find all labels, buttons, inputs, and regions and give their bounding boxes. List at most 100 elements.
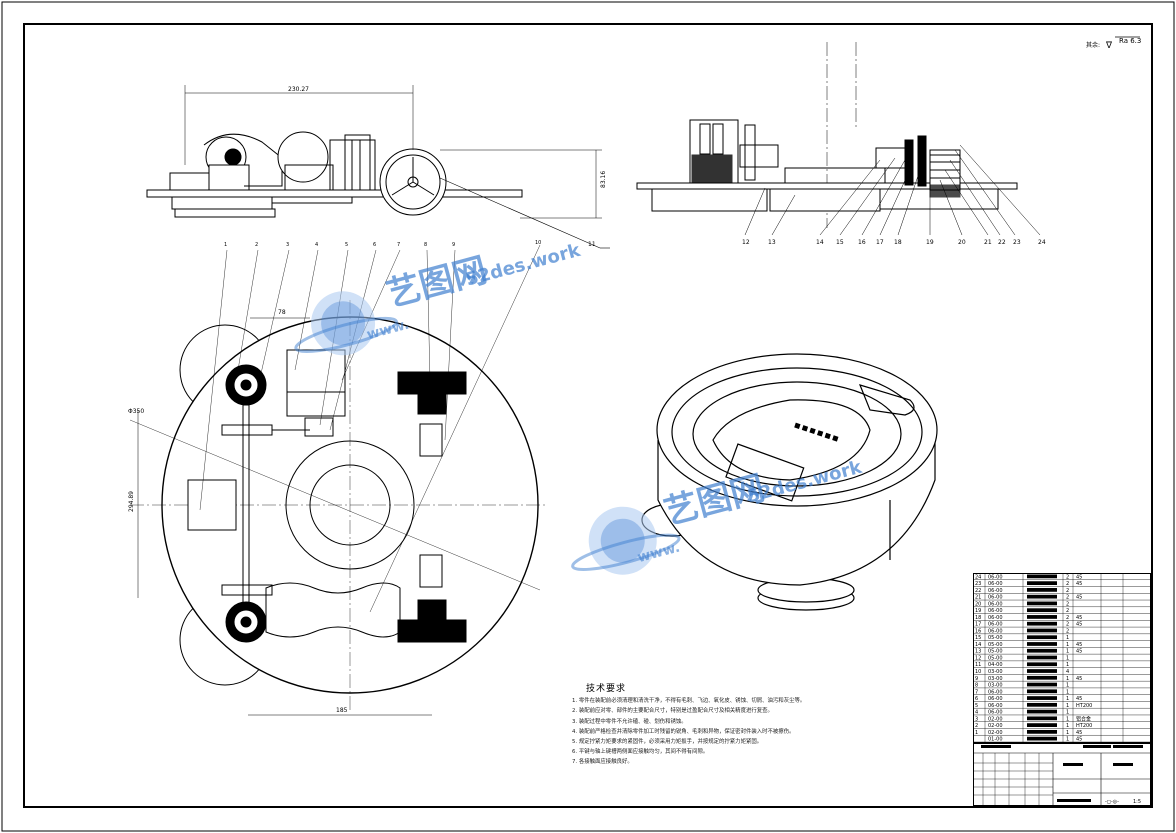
bom-code: 03-00 (988, 669, 1003, 675)
dim-plan-dia: Φ350 (128, 408, 144, 415)
bom-no: 24 (975, 574, 981, 580)
svg-text:24: 24 (1038, 239, 1046, 246)
bom-material: 45 (1076, 574, 1082, 580)
svg-text:8: 8 (424, 242, 427, 248)
bom-code: 06-00 (988, 574, 1003, 580)
bom-no: 19 (975, 608, 981, 614)
bom-qty: 1 (1066, 696, 1069, 702)
svg-text:18: 18 (894, 239, 902, 246)
tech-item: 1. 零件在装配前必须清理和清洗干净，不得有毛刺、飞边、氧化皮、锈蚀、切屑、油污… (572, 698, 806, 705)
svg-text:16: 16 (858, 239, 866, 246)
bom-no: 16 (975, 628, 981, 634)
bom-no: 4 (975, 710, 978, 716)
bom-qty: 2 (1066, 608, 1069, 614)
bom-qty: 1 (1066, 683, 1069, 689)
svg-text:17: 17 (876, 239, 884, 246)
bom-no: 13 (975, 649, 981, 655)
svg-text:21: 21 (984, 239, 992, 246)
bom-code: 06-00 (988, 588, 1003, 594)
bom-material: 45 (1076, 649, 1082, 655)
dim-plan-height: 294.89 (128, 491, 135, 512)
bom-code: 02-00 (988, 723, 1003, 729)
bom-no: 14 (975, 642, 981, 648)
bom-material: 45 (1076, 622, 1082, 628)
bom-no: 18 (975, 615, 981, 621)
bom-code: 03-00 (988, 676, 1003, 682)
bom-code: 06-00 (988, 622, 1003, 628)
bom-no: 17 (975, 622, 981, 628)
bom-qty: 2 (1066, 622, 1069, 628)
bom-qty: 1 (1066, 662, 1069, 668)
bom-qty: 1 (1066, 642, 1069, 648)
bom-code: 02-00 (988, 716, 1003, 722)
svg-text:6: 6 (373, 242, 376, 248)
svg-text:12: 12 (742, 239, 750, 246)
bom-no: 22 (975, 588, 981, 594)
bom-qty: 2 (1066, 574, 1069, 580)
dim-top-width: 230.27 (288, 86, 309, 93)
bom-no: 3 (975, 716, 978, 722)
bom-qty: 1 (1066, 716, 1069, 722)
tech-item: 3. 装配过程中零件不允许磕、碰、划伤和锈蚀。 (572, 718, 687, 725)
bom-code: 05-00 (988, 655, 1003, 661)
svg-text:20: 20 (958, 239, 966, 246)
svg-text:9: 9 (452, 242, 455, 248)
bom-no: 7 (975, 689, 978, 695)
bom-qty: 1 (1066, 676, 1069, 682)
bom-qty: 2 (1066, 628, 1069, 634)
svg-text:5: 5 (345, 242, 348, 248)
tech-item: 6. 平键与轴上键槽两侧面应接触均匀，其间不得有间隙。 (572, 749, 709, 756)
title-mark: -◻-◎- (1105, 799, 1119, 805)
tech-item: 5. 规定拧紧力矩要求的紧固件，必须采用力矩扳手，并按规定的拧紧力矩紧固。 (572, 739, 763, 746)
bom-code: 06-00 (988, 696, 1003, 702)
svg-text:Ra 6.3: Ra 6.3 (1119, 37, 1141, 45)
dim-top-height: 83.16 (600, 171, 607, 188)
bom-code: 05-00 (988, 635, 1003, 641)
bom-material: 45 (1076, 615, 1082, 621)
bom-no: 12 (975, 655, 981, 661)
svg-text:3: 3 (286, 242, 289, 248)
plan-callouts: 1 2 3 4 5 6 7 8 9 10 (224, 240, 541, 248)
bom-material: 45 (1076, 730, 1082, 736)
bom-no: 15 (975, 635, 981, 641)
bom-no: 10 (975, 669, 981, 675)
svg-text:10: 10 (535, 240, 541, 246)
bom-no: 20 (975, 601, 981, 607)
title-scale: 1:5 (1133, 799, 1141, 805)
bom-material: 45 (1076, 642, 1082, 648)
bom-code: 01-00 (988, 737, 1003, 743)
bom-material: 45 (1076, 737, 1082, 743)
svg-text:15: 15 (836, 239, 844, 246)
bom-code: 06-00 (988, 601, 1003, 607)
svg-text:∇: ∇ (1105, 41, 1113, 51)
bom-qty: 1 (1066, 689, 1069, 695)
bom-qty: 1 (1066, 649, 1069, 655)
svg-text:14: 14 (816, 239, 824, 246)
bom-no: 23 (975, 581, 981, 587)
bom-code: 05-00 (988, 642, 1003, 648)
isometric-view (641, 353, 938, 611)
bom-qty: 1 (1066, 730, 1069, 736)
bom-no: 5 (975, 703, 978, 709)
title-block: -◻-◎- 1:5 (973, 743, 1151, 806)
bom-code: 06-00 (988, 615, 1003, 621)
bom-qty: 1 (1066, 703, 1069, 709)
bom-qty: 2 (1066, 581, 1069, 587)
svg-text:1: 1 (224, 242, 227, 248)
tech-item: 2. 装配前应对零、部件的主要配合尺寸，特别是过盈配合尺寸及相关精度进行复查。 (572, 708, 773, 715)
bom-qty: 1 (1066, 710, 1069, 716)
side-view (146, 85, 610, 249)
bom-material: HT200 (1076, 703, 1092, 709)
bom-qty: 1 (1066, 635, 1069, 641)
bom-code: 04-00 (988, 662, 1003, 668)
tech-title: 技术要求 (586, 684, 627, 694)
bom-code: 02-00 (988, 730, 1003, 736)
svg-text:23: 23 (1013, 239, 1021, 246)
plan-view (129, 244, 545, 716)
dim-plan-bottom: 185 (336, 707, 348, 714)
bom-qty: 1 (1066, 655, 1069, 661)
bom-code: 03-00 (988, 683, 1003, 689)
bom-no: 6 (975, 696, 978, 702)
